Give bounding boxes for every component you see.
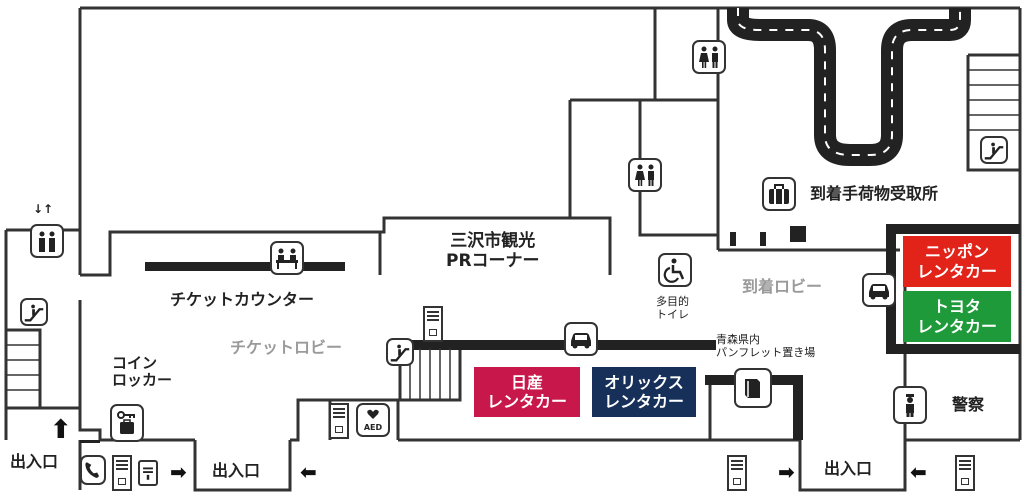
phone-icon	[80, 455, 106, 485]
restroom-icon	[692, 40, 726, 74]
svg-text:AED: AED	[364, 423, 383, 432]
reception-icon	[270, 241, 304, 275]
pamphlet-icon	[734, 368, 772, 408]
arrow-up-icon: ⬆	[50, 415, 72, 445]
toyota-rentacar: トヨタ レンタカー	[903, 291, 1011, 342]
arrival-lobby-label: 到着ロビー	[742, 277, 823, 296]
police-label: 警察	[952, 395, 985, 414]
aed-icon: AED	[356, 403, 390, 437]
arrow-right-icon: ➡	[170, 460, 187, 484]
arrow-left-icon: ⬅	[910, 460, 927, 484]
luggage-icon	[762, 177, 796, 211]
coin-locker-label: コイン ロッカー	[112, 354, 173, 390]
key-locker-icon	[110, 404, 144, 442]
car-icon	[862, 273, 896, 307]
accessible-toilet-icon	[658, 253, 692, 287]
ticket-lobby-label: チケットロビー	[230, 338, 343, 357]
orix-rentacar: オリックス レンタカー	[592, 367, 696, 417]
restroom-icon	[628, 158, 662, 192]
baggage-claim-label: 到着手荷物受取所	[810, 184, 939, 203]
multipurpose-toilet-label: 多目的 トイレ	[656, 295, 689, 321]
ticket-counter-label: チケットカウンター	[170, 290, 315, 309]
entrance-right-label: 出入口	[824, 459, 873, 478]
entrance-center-label: 出入口	[212, 461, 261, 480]
escalator-icon	[980, 136, 1008, 164]
entrance-left-label: 出入口	[10, 452, 59, 471]
arrow-left-icon: ⬅	[300, 460, 317, 484]
vending-machine-icon	[423, 306, 443, 342]
elevator-arrows-icon: ↓↑	[33, 202, 54, 216]
nippon-rentacar: ニッポン レンタカー	[903, 236, 1011, 287]
vending-machine-icon	[329, 403, 349, 439]
mailbox-icon	[138, 460, 158, 486]
escalator-icon	[20, 298, 48, 326]
elevator-icon	[30, 224, 64, 258]
vending-machine-icon	[727, 455, 747, 491]
pamphlet-label: 青森県内 パンフレット置き場	[716, 333, 816, 359]
misawa-pr-label: 三沢市観光 PRコーナー	[446, 231, 540, 271]
police-icon	[893, 386, 927, 424]
nissan-rentacar: 日産 レンタカー	[474, 367, 580, 417]
car-icon	[564, 322, 598, 356]
arrow-right-icon: ➡	[778, 460, 795, 484]
vending-machine-icon	[955, 455, 975, 491]
vending-machine-icon	[112, 455, 132, 491]
escalator-icon	[386, 338, 414, 366]
